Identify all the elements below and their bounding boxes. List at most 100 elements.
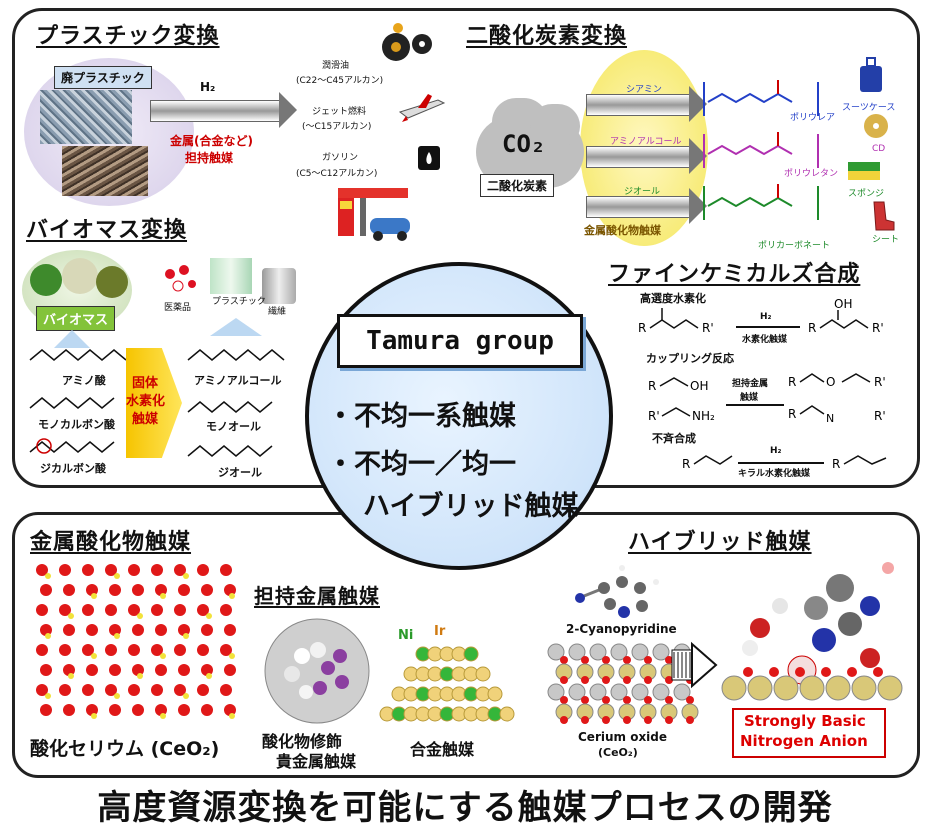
anion-label-b: Nitrogen Anion <box>740 732 868 750</box>
biomass-item-medicine: 医薬品 <box>164 303 192 313</box>
fine-arrow-1 <box>736 326 800 328</box>
fine-arrow-h2-3: H₂ <box>770 446 782 456</box>
svg-text:NH₂: NH₂ <box>692 409 715 423</box>
biomass-up-arrow-right <box>210 318 262 336</box>
reagent-diamine: シアミン <box>626 85 662 95</box>
svg-text:O: O <box>826 375 835 389</box>
fine-arrow-h2-1: H₂ <box>760 312 772 322</box>
left-dicarboxylic: ジカルボン酸 <box>40 462 106 475</box>
right-diol: ジオール <box>218 466 262 479</box>
fine-arrow-2 <box>726 404 784 406</box>
chiral-product-structure: R <box>832 455 887 471</box>
fine-title: ファインケミカルズ合成 <box>608 262 861 287</box>
product-polyurethane: ポリウレタン <box>784 169 839 179</box>
supported-caption-1b: 貴金属触媒 <box>276 752 357 771</box>
transform-arrow <box>671 641 718 689</box>
bullet-hybrid: ハイブリッド触媒 <box>363 491 579 522</box>
fine-arrow-catalyst: 触媒 <box>740 393 759 403</box>
ceo2-lattice <box>36 564 236 719</box>
diol-structure <box>187 445 273 457</box>
product-lube-range: (C22～C45アルカン) <box>296 76 384 86</box>
svg-text:R: R <box>682 457 690 471</box>
biomass-label: バイオマス <box>36 306 116 331</box>
svg-text:R': R' <box>874 409 886 423</box>
anion-label-a: Strongly Basic <box>744 712 866 730</box>
supported-caption-1a: 酸化物修飾 <box>262 732 343 751</box>
fine-row-hydrogenation: 高選度水素化 <box>640 292 706 305</box>
biomass-title: バイオマス変換 <box>26 218 188 243</box>
svg-text:R': R' <box>872 321 884 335</box>
mid-hydrogenation: 水素化 <box>126 394 166 409</box>
amino-acid-structure <box>29 349 127 361</box>
oxide-modified-catalyst <box>264 618 370 724</box>
cd-icon <box>864 114 888 138</box>
svg-text:R: R <box>648 379 656 393</box>
gear-icon <box>382 23 432 61</box>
svg-text:OH: OH <box>834 297 852 311</box>
hybrid-surface-model <box>721 562 903 701</box>
broccoli-icon <box>30 258 128 298</box>
cerium-label-a: Cerium oxide <box>578 730 668 744</box>
mid-catalyst: 触媒 <box>132 412 159 427</box>
left-amino-acid: アミノ酸 <box>62 374 106 387</box>
svg-text:R: R <box>832 457 840 471</box>
gas-station-icon <box>338 188 410 241</box>
biomass-up-arrow-left <box>54 330 90 348</box>
alloy-catalyst <box>379 646 515 722</box>
co2-caption: 二酸化炭素 <box>480 174 555 197</box>
waste-plastic-label: 廃プラスチック <box>54 66 152 89</box>
right-aminoalcohol: アミノアルコール <box>194 374 282 387</box>
monocarboxylic-structure <box>29 397 115 409</box>
cerium-oxide-surface <box>547 643 699 724</box>
co2-title: 二酸化炭素変換 <box>466 24 628 49</box>
product-jet: ジェット燃料 <box>312 107 367 117</box>
airplane-icon <box>398 94 446 122</box>
svg-text:OH: OH <box>690 379 708 393</box>
fine-arrow-chiral: キラル水素化触媒 <box>738 469 811 479</box>
bullet-heterogeneous: ・不均一系触媒 <box>327 401 516 432</box>
product-gasoline: ガソリン <box>322 153 359 163</box>
product-polyurea: ポリウレア <box>790 113 836 123</box>
svg-text:R: R <box>808 321 816 335</box>
fiber-roll-image <box>262 268 296 304</box>
plastic-title: プラスチック変換 <box>36 24 220 49</box>
svg-text:R: R <box>788 407 796 421</box>
plastic-catalyst-2: 担持触媒 <box>185 151 234 165</box>
alloy-caption: 合金触媒 <box>410 740 475 759</box>
cerium-label-b: (CeO₂) <box>598 746 638 759</box>
co2-arrow-2 <box>586 138 707 174</box>
sponge-icon <box>848 162 880 180</box>
polycarbonate-structure <box>703 184 819 220</box>
product-polycarbonate: ポリカーボネート <box>758 241 831 251</box>
bullet-hetero-homo: ・不均一／均一 <box>327 449 516 480</box>
group-name: Tamura group <box>337 314 583 368</box>
enone-structure: R R' <box>638 308 714 335</box>
item-seat: シート <box>872 235 900 245</box>
fine-row-coupling: カップリング反応 <box>646 352 734 365</box>
mid-solid: 固体 <box>132 376 159 391</box>
fine-arrow-cat-1: 水素化触媒 <box>742 335 788 345</box>
co2-arrow-1 <box>586 86 707 122</box>
plastic-arrow <box>150 92 297 128</box>
right-monool: モノオール <box>206 420 261 433</box>
reagent-aminoalcohol: アミノアルコール <box>610 137 682 147</box>
fine-row-asymmetric: 不斉合成 <box>652 432 696 445</box>
product-jet-range: (～C15アルカン) <box>302 122 372 132</box>
monool-structure <box>187 401 273 413</box>
svg-text:R': R' <box>702 321 714 335</box>
ceo2-caption: 酸化セリウム (CeO₂) <box>30 738 220 760</box>
supported-title: 担持金属触媒 <box>254 584 380 608</box>
svg-text:R: R <box>638 321 646 335</box>
polyurea-structure <box>703 80 819 116</box>
metal-oxide-title: 金属酸化物触媒 <box>30 530 192 555</box>
polyurethane-structure <box>703 132 819 168</box>
alkene-structure: R <box>682 455 733 471</box>
plastic-catalyst-1: 金属(合金など) <box>170 134 253 148</box>
dicarboxylic-structure <box>29 438 115 454</box>
hybrid-title: ハイブリッド触媒 <box>628 530 812 555</box>
item-sponge: スポンジ <box>848 189 885 199</box>
h2-arrow-top: H₂ <box>200 80 216 94</box>
anion-box <box>732 708 886 758</box>
medicine-icon <box>165 265 196 292</box>
